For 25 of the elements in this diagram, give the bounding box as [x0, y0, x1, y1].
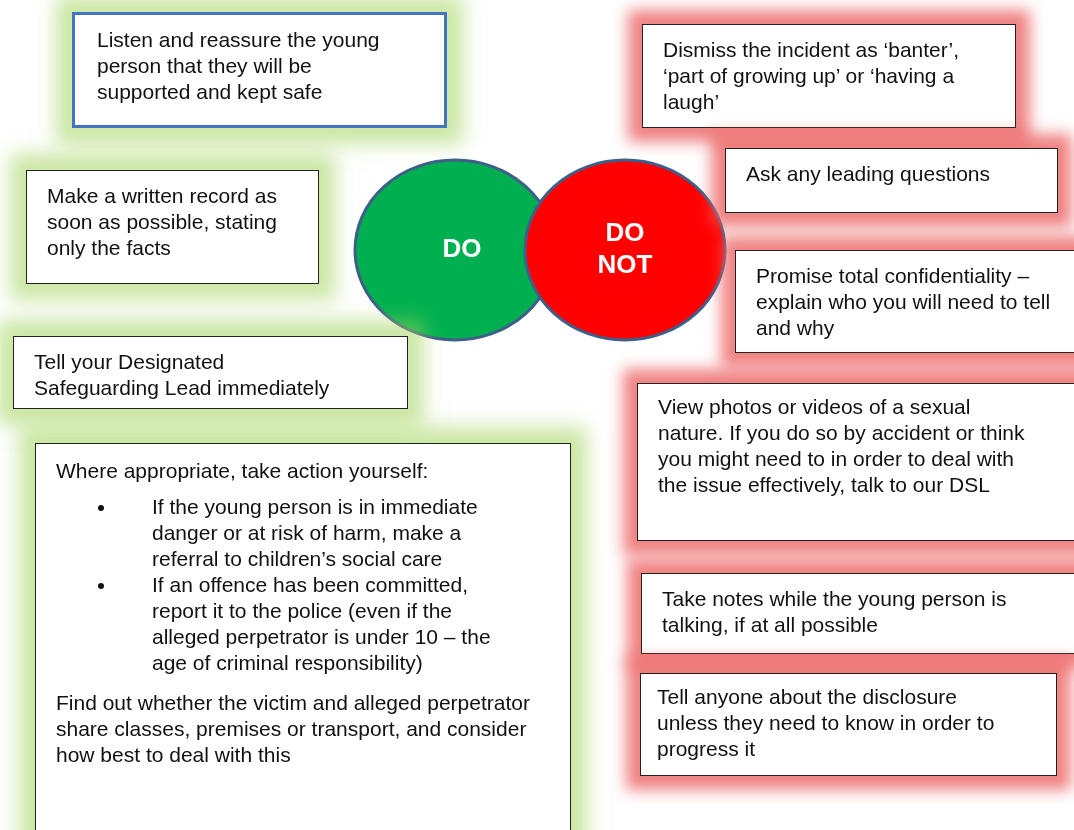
- circle-label: DO NOT: [585, 216, 665, 280]
- text-box: [35, 443, 571, 830]
- box-text: Listen and reassure the young person that they will be supported and kept safe: [97, 27, 381, 105]
- text-box: [72, 12, 447, 128]
- box-text: Promise total confidentiality – explain who you will need to tell and why: [756, 263, 1052, 341]
- text-box: [725, 148, 1058, 213]
- box-text: Dismiss the incident as ‘banter’, ‘part of growing up’ or ‘having a laugh’: [663, 37, 961, 115]
- bullet-text: If the young person is in immediate danger or at risk of harm, make a referral to children’s social care: [152, 494, 479, 572]
- heading-text: Where appropriate, take action yourself:: [56, 458, 430, 484]
- box-text: Ask any leading questions: [746, 161, 991, 187]
- box-text: View photos or videos of a sexual nature. If you do so by accident or think you might need to in order to deal with the issue effectively, talk to our DSL: [658, 394, 1026, 498]
- circle-label: DO: [422, 232, 502, 264]
- paragraph-text: Find out whether the victim and alleged perpetrator share classes, premises or transport, and consider how best to deal with this: [56, 690, 531, 768]
- bullet-text: If an offence has been committed, report it to the police (even if the alleged perpetrator is under 10 – the age of criminal responsibility): [152, 572, 492, 676]
- box-text: Make a written record as soon as possible, stating only the facts: [47, 183, 278, 261]
- text-box: [640, 673, 1057, 776]
- text-box: [735, 250, 1074, 353]
- box-text: Tell anyone about the disclosure unless they need to know in order to progress it: [657, 684, 996, 762]
- text-box: [637, 383, 1074, 541]
- box-text: Take notes while the young person is talking, if at all possible: [662, 586, 1008, 638]
- text-box: [642, 24, 1016, 128]
- box-text: Tell your Designated Safeguarding Lead immediately: [34, 349, 331, 401]
- text-box: [13, 336, 408, 409]
- text-box: [26, 170, 319, 284]
- text-box: [641, 573, 1074, 654]
